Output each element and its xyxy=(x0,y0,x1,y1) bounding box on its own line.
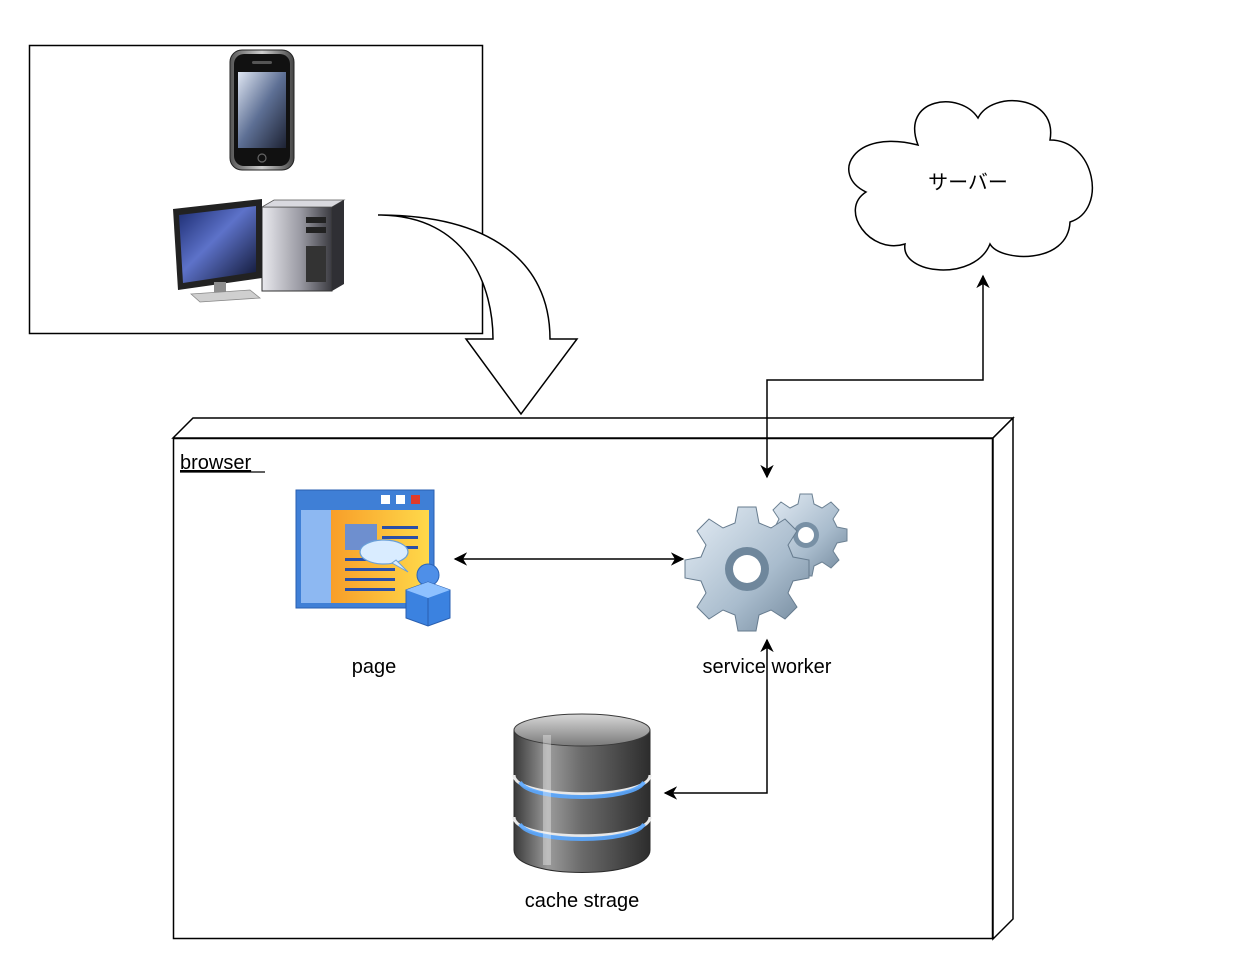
desktop-computer-icon xyxy=(173,199,346,303)
server-cloud xyxy=(848,99,1094,271)
database-icon xyxy=(512,713,652,873)
gears-icon xyxy=(684,493,848,632)
server-label: サーバー xyxy=(928,172,1008,194)
browser-label: browser xyxy=(180,452,251,474)
smartphone-icon xyxy=(229,49,295,171)
cache-label: cache strage xyxy=(525,890,640,912)
server-service-worker-connector xyxy=(760,274,990,479)
curved-flow-arrow xyxy=(377,214,579,416)
service-worker-cache-connector xyxy=(663,638,774,800)
web-page-user-icon xyxy=(295,489,451,627)
page-label: page xyxy=(352,656,397,678)
